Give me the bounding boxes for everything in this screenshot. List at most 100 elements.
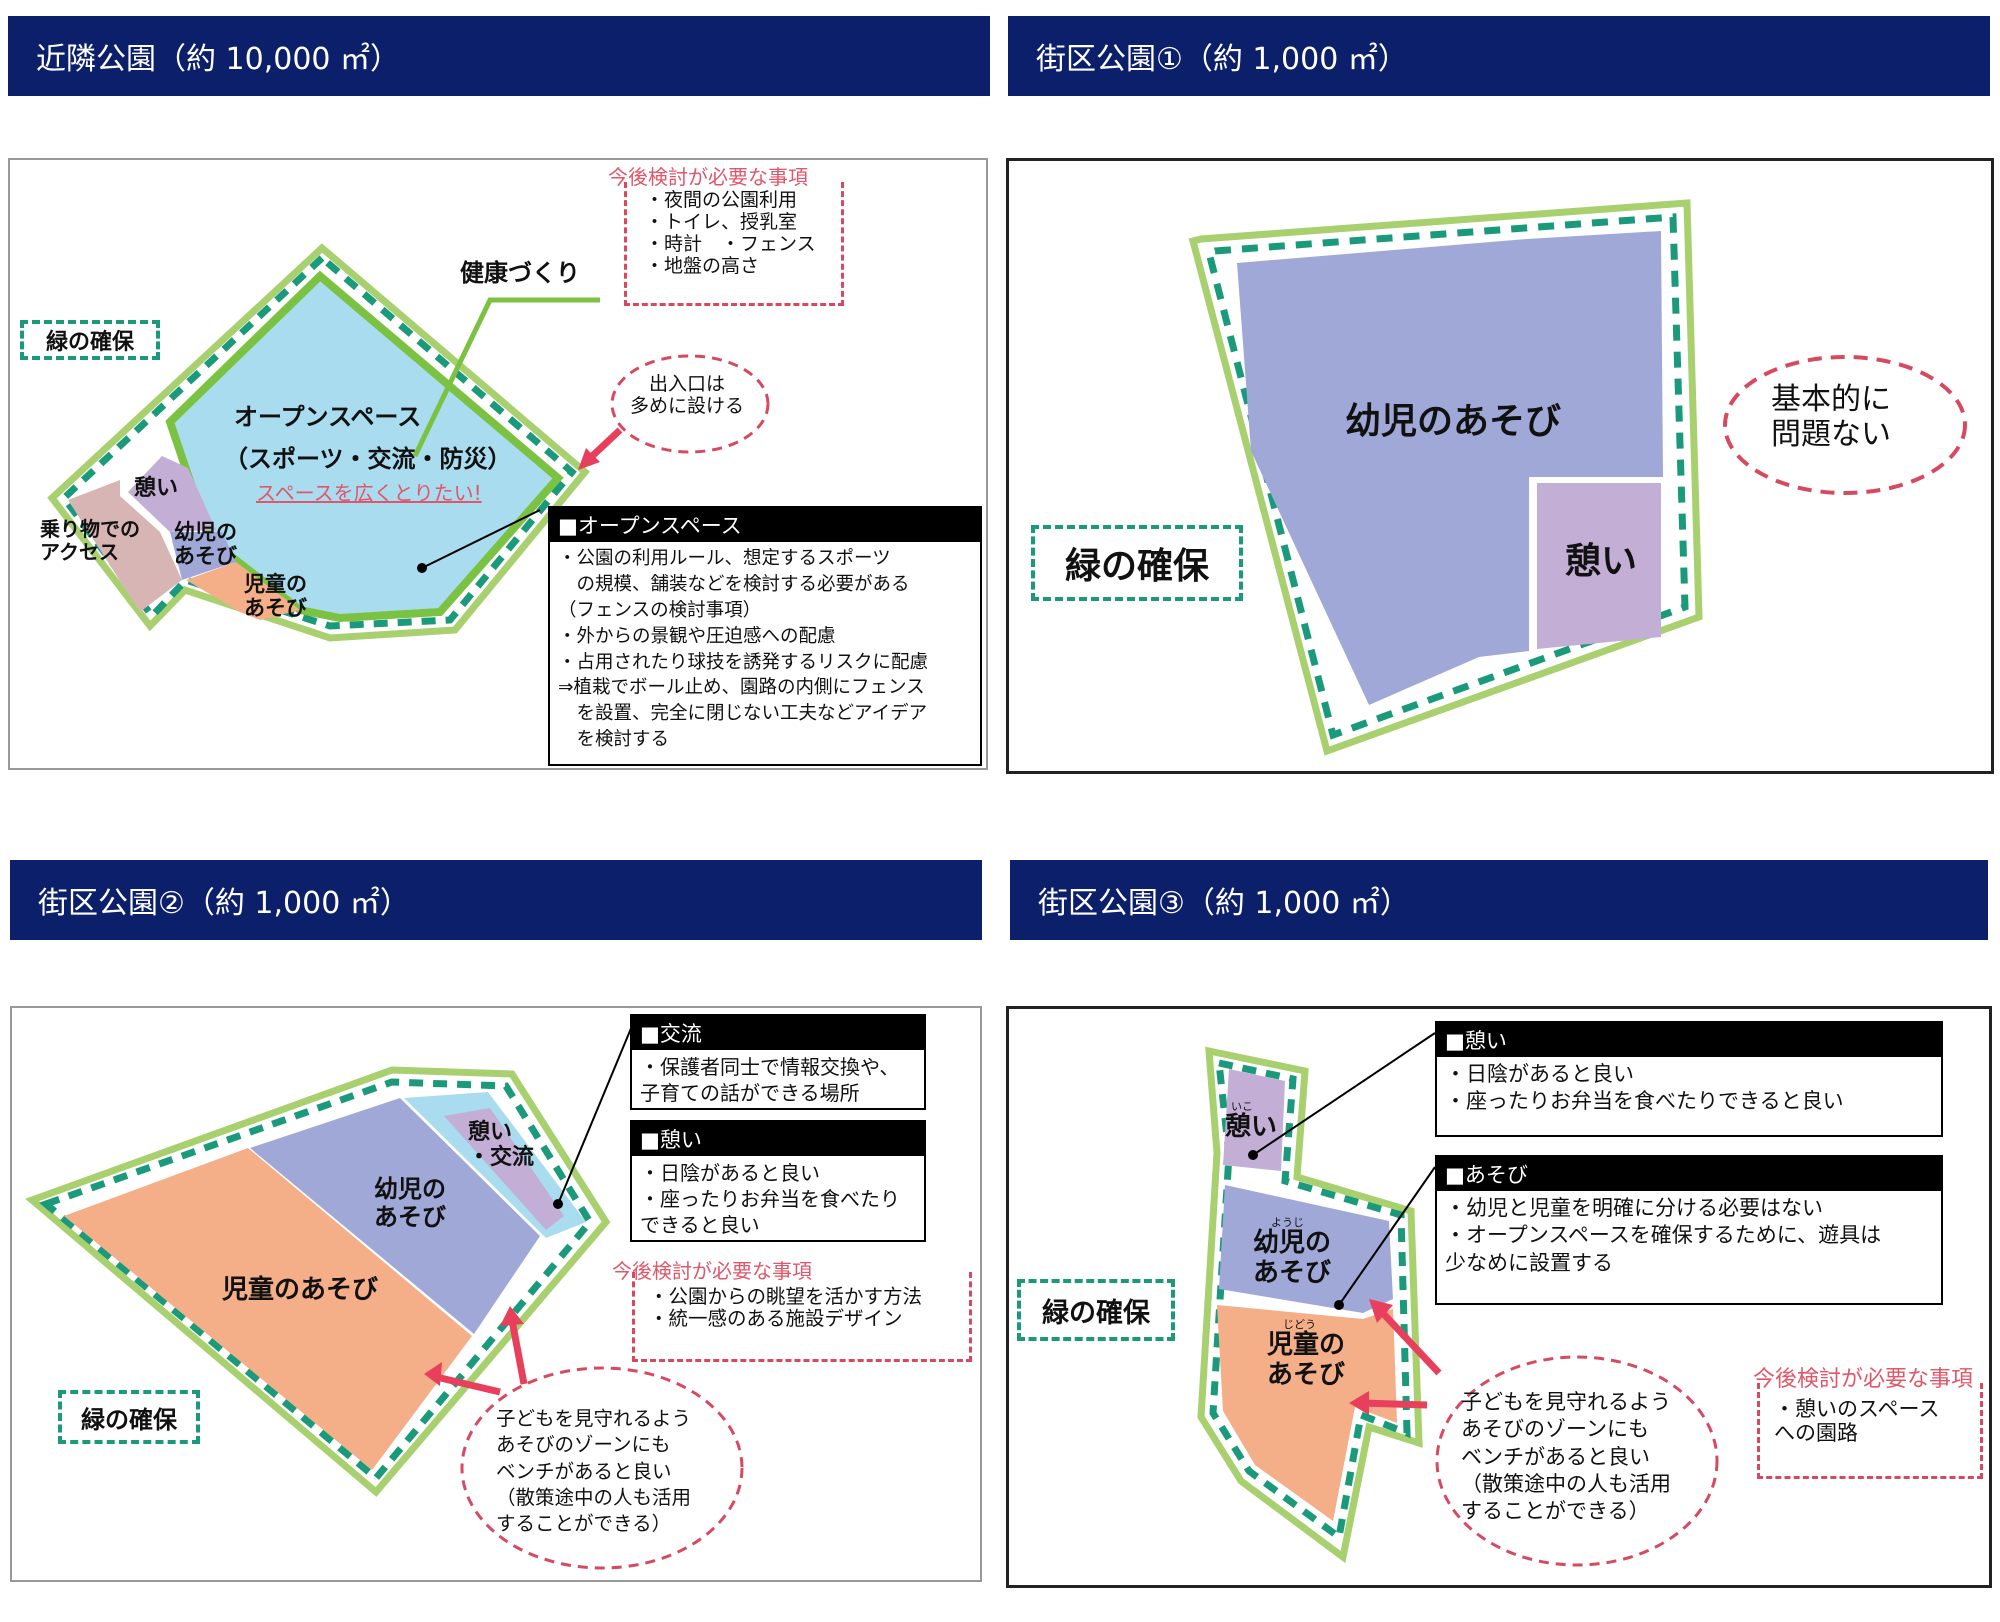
- rest-info-box-3: ■憩い ・日陰があると良い ・座ったりお弁当を食べたり できると良い: [630, 1120, 926, 1242]
- rest-info-body-4: ・日陰があると良い ・座ったりお弁当を食べたりできると良い: [1445, 1062, 1844, 1114]
- panel4-diagram: いこ 憩い ようじ 幼児の あそび じどう 児童の あそび 緑の確保 ■憩い ・…: [1006, 1006, 1992, 1588]
- park2-dashed-boundary: [1204, 213, 1689, 740]
- green-securing-label-2: 緑の確保: [1031, 525, 1243, 601]
- rest-zone-4: [1223, 1069, 1285, 1171]
- open-space-info-body: ・公園の利用ルール、想定するスポーツ の規模、舗装などを検討する必要がある （フ…: [558, 548, 929, 751]
- open-space-info-title: ■オープンスペース: [550, 508, 980, 542]
- bench-note-3: 子どもを見守れるよう あそびのゾーンにも ベンチがあると良い （散策途中の人も活…: [496, 1407, 692, 1536]
- play-info-body: ・幼児と児童を明確に分ける必要はない ・オープンスペースを確保するために、遊具は…: [1445, 1196, 1882, 1275]
- vehicle-access-zone: [68, 480, 182, 612]
- bench-arrow-4-shaft: [1360, 1399, 1428, 1409]
- panel3-diagram: 児童のあそび 幼児の あそび 憩い ・交流 緑の確保 子どもを見守れるよう あそ…: [10, 1006, 982, 1582]
- bench-arrow-2-head: [500, 1306, 524, 1326]
- child-play-label: 児童の あそび: [244, 572, 307, 621]
- open-space-info-box: ■オープンスペース ・公園の利用ルール、想定するスポーツ の規模、舗装などを検討…: [548, 506, 982, 766]
- panel1-map: [47, 243, 770, 642]
- rest-info-title-4: ■憩い: [1437, 1023, 1941, 1057]
- review-items: ・夜間の公園利用 ・トイレ、授乳室 ・時計 ・フェンス ・地盤の高さ: [645, 189, 816, 277]
- bench-arrow-4-head: [1349, 1391, 1369, 1415]
- health-label: 健康づくり: [460, 259, 580, 287]
- rest-zone: [128, 456, 216, 532]
- rest-exchange-label: 憩い ・交流: [468, 1120, 535, 1171]
- child-play-zone-3: [64, 1148, 472, 1470]
- review-items-4: ・憩いのスペース への園路: [1774, 1397, 1940, 1446]
- infant-play-zone-2: [1237, 231, 1663, 705]
- child-play-label-3: 児童のあそび: [222, 1275, 379, 1305]
- rest-info-box-4: ■憩い ・日陰があると良い ・座ったりお弁当を食べたりできると良い: [1435, 1021, 1943, 1137]
- infant-play-label-3: 幼児の あそび: [374, 1175, 446, 1231]
- rest-pointer-dot: [1248, 1150, 1258, 1160]
- rest-label-4: 憩い: [1225, 1112, 1278, 1142]
- green-securing-label-3: 緑の確保: [58, 1390, 200, 1444]
- panel3-leader-line: [557, 1025, 633, 1205]
- rest-leader-line: [1252, 1032, 1436, 1156]
- entrance-bubble: [610, 354, 770, 454]
- green-securing-label-4: 緑の確保: [1017, 1279, 1175, 1341]
- panel1-diagram: 健康づくり オープンスペース （スポーツ・交流・防災） スペースを広くとりたい!…: [8, 158, 988, 770]
- bench-bubble-3: [460, 1366, 744, 1570]
- panel1-header: 近隣公園（約 10,000 ㎡）: [8, 16, 990, 96]
- rest-label-2: 憩い: [1565, 541, 1638, 582]
- child-play-zone: [186, 562, 300, 620]
- review-box: ・夜間の公園利用 ・トイレ、授乳室 ・時計 ・フェンス ・地盤の高さ: [624, 182, 844, 306]
- open-space-note: スペースを広くとりたい!: [256, 481, 482, 505]
- rest-exchange-zone-inner: [444, 1108, 564, 1230]
- rest-info-body-3: ・日陰があると良い ・座ったりお弁当を食べたり できると良い: [640, 1161, 900, 1237]
- panel3-map: [25, 1025, 744, 1570]
- rest-info-title-3: ■憩い: [632, 1122, 924, 1156]
- infant-play-zone-4: [1219, 1185, 1393, 1313]
- child-play-zone-4: [1217, 1305, 1397, 1521]
- bench-bubble-4: [1435, 1355, 1719, 1567]
- review-title-4: 今後検討が必要な事項: [1753, 1367, 1974, 1392]
- infant-play-label: 幼児の あそび: [174, 520, 237, 569]
- infant-play-zone-3: [250, 1098, 540, 1334]
- review-box-4: ・憩いのスペース への園路: [1757, 1383, 1983, 1479]
- review-items-3: ・公園からの眺望を活かす方法 ・統一感のある施設デザイン: [649, 1285, 923, 1331]
- play-leader-line: [1338, 1166, 1436, 1306]
- review-title: 今後検討が必要な事項: [608, 165, 808, 189]
- vehicle-access-label: 乗り物での アクセス: [40, 517, 140, 564]
- park3-dashed-boundary: [39, 1078, 595, 1483]
- infant-play-label-4: 幼児の あそび: [1253, 1228, 1332, 1288]
- exchange-info-box: ■交流 ・保護者同士で情報交換や、 子育ての話ができる場所: [630, 1014, 926, 1110]
- entrance-note: 出入口は 多めに設ける: [630, 373, 745, 417]
- open-space-zone: [165, 270, 564, 623]
- open-space-pointer-dot: [417, 563, 427, 573]
- infant-play-label-2: 幼児のあそび: [1345, 401, 1562, 442]
- child-ruby: じどう: [1283, 1318, 1316, 1331]
- note-bubble: [1723, 355, 1967, 495]
- review-title-3: 今後検討が必要な事項: [612, 1259, 812, 1283]
- rest-label: 憩い: [134, 476, 179, 501]
- panel2-map: [1188, 199, 1967, 756]
- play-info-title: ■あそび: [1437, 1157, 1941, 1191]
- bench-arrow-1-shaft: [431, 1372, 501, 1396]
- child-play-label-4: 児童の あそび: [1267, 1330, 1346, 1390]
- play-pointer-dot: [1334, 1300, 1344, 1310]
- bench-arrow-1-head: [424, 1362, 442, 1386]
- review-box-3: ・公園からの眺望を活かす方法 ・統一感のある施設デザイン: [632, 1272, 972, 1362]
- infant-ruby: ようじ: [1271, 1216, 1304, 1229]
- note-text: 基本的に 問題ない: [1771, 382, 1891, 452]
- exchange-info-body: ・保護者同士で情報交換や、 子育ての話ができる場所: [640, 1055, 900, 1105]
- bench-arrow-3-head: [1369, 1299, 1393, 1323]
- infant-play-zone: [170, 532, 236, 580]
- rest-ruby: いこ: [1231, 1100, 1253, 1113]
- open-space-leader-line: [421, 509, 541, 569]
- health-leader-line: [412, 297, 600, 458]
- open-space-title: オープンスペース: [234, 403, 422, 431]
- panel4-header: 街区公園③（約 1,000 ㎡）: [1010, 860, 1988, 940]
- play-info-box: ■あそび ・幼児と児童を明確に分ける必要はない ・オープンスペースを確保するため…: [1435, 1155, 1943, 1305]
- open-space-subtitle: （スポーツ・交流・防災）: [224, 445, 512, 473]
- entrance-arrow-shaft: [585, 427, 623, 463]
- panel4-map: [1197, 1032, 1719, 1567]
- panel2-diagram: 幼児のあそび 憩い 基本的に 問題ない 緑の確保: [1006, 158, 1994, 774]
- rest-zone-2: [1537, 483, 1661, 649]
- panel3-pointer-dot: [553, 1199, 563, 1209]
- exchange-info-title: ■交流: [632, 1016, 924, 1050]
- bench-note-4: 子どもを見守れるよう あそびのゾーンにも ベンチがあると良い （散策途中の人も活…: [1461, 1390, 1671, 1524]
- green-securing-label: 緑の確保: [20, 320, 160, 360]
- bench-arrow-2-shaft: [508, 1319, 528, 1385]
- panel3-header: 街区公園②（約 1,000 ㎡）: [10, 860, 982, 940]
- entrance-arrow-head: [578, 448, 600, 470]
- bench-arrow-3-shaft: [1376, 1306, 1442, 1376]
